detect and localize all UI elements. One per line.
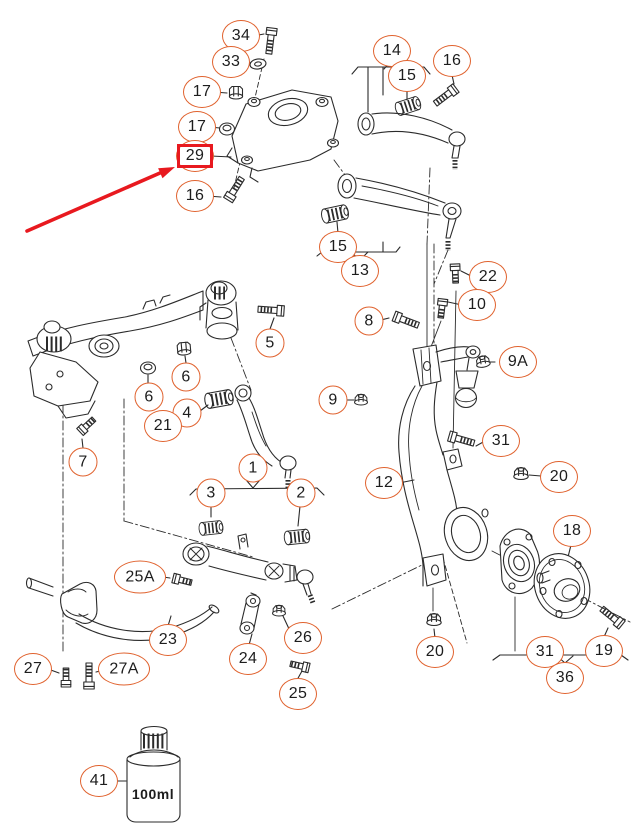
callout-number: 10 — [467, 296, 487, 313]
callout-number: 19 — [594, 642, 614, 659]
callout-number: 23 — [158, 631, 178, 648]
callout-20: 20 — [416, 636, 454, 668]
callout-20: 20 — [540, 461, 578, 493]
callout-number: 20 — [425, 643, 445, 660]
highlight-arrow — [25, 167, 175, 233]
callout-number: 14 — [382, 42, 402, 59]
callout-number: 17 — [187, 118, 207, 135]
callout-33: 33 — [212, 46, 250, 78]
stabilizer-link — [239, 592, 310, 673]
callout-number: 16 — [442, 52, 462, 69]
callout-number: 22 — [478, 268, 498, 285]
callout-8: 8 — [354, 306, 384, 336]
callout-31: 31 — [482, 425, 520, 457]
callout-27: 27 — [14, 653, 52, 685]
callout-7: 7 — [68, 447, 98, 477]
callout-number: 17 — [192, 83, 212, 100]
callout-25A: 25A — [114, 560, 166, 594]
steering-knuckle — [354, 264, 529, 627]
callout-number: 12 — [374, 474, 394, 491]
lower-control-arm — [182, 520, 313, 604]
callout-6: 6 — [134, 382, 164, 412]
callout-number: 31 — [491, 432, 511, 449]
leader-lines — [47, 33, 629, 782]
callout-16: 16 — [176, 180, 214, 212]
callout-25: 25 — [279, 678, 317, 710]
callout-number: 20 — [549, 468, 569, 485]
callout-9A: 9A — [499, 346, 537, 378]
callout-12: 12 — [365, 467, 403, 499]
callout-number: 16 — [185, 187, 205, 204]
callout-3: 3 — [196, 478, 226, 508]
callout-number: 6 — [181, 368, 191, 385]
callout-number: 24 — [238, 650, 258, 667]
callout-number: 3 — [206, 484, 216, 501]
callout-number: 9A — [507, 353, 529, 370]
callout-19: 19 — [585, 635, 623, 667]
callout-1: 1 — [238, 453, 268, 483]
highlight-box — [177, 144, 213, 168]
callout-9: 9 — [318, 385, 348, 415]
callout-5: 5 — [255, 328, 285, 358]
callout-6: 6 — [171, 362, 201, 392]
bottle: 100ml — [126, 725, 181, 823]
callout-36: 36 — [546, 662, 584, 694]
callout-17: 17 — [183, 76, 221, 108]
callout-number: 15 — [397, 67, 417, 84]
subframe — [27, 280, 284, 436]
upper-control-arms — [320, 84, 466, 251]
callout-27A: 27A — [98, 652, 150, 686]
callout-number: 13 — [350, 262, 370, 279]
callout-10: 10 — [458, 289, 496, 321]
callout-26: 26 — [284, 622, 322, 654]
callout-number: 5 — [265, 334, 275, 351]
callout-13: 13 — [341, 255, 379, 287]
callout-15: 15 — [388, 60, 426, 92]
callout-number: 4 — [182, 404, 192, 421]
callout-21: 21 — [144, 410, 182, 442]
callout-number: 41 — [89, 772, 109, 789]
callout-number: 33 — [221, 53, 241, 70]
callout-2: 2 — [286, 478, 316, 508]
callout-22: 22 — [469, 261, 507, 293]
callout-number: 27 — [23, 660, 43, 677]
callout-number: 34 — [231, 27, 251, 44]
callout-number: 27A — [109, 660, 139, 677]
callout-number: 9 — [328, 391, 338, 408]
callout-number: 26 — [293, 629, 313, 646]
upper-mount-bracket — [218, 27, 349, 202]
callout-number: 1 — [248, 459, 258, 476]
callout-16: 16 — [433, 45, 471, 77]
callout-number: 31 — [535, 643, 555, 660]
callout-41: 41 — [80, 765, 118, 797]
callout-number: 21 — [153, 417, 173, 434]
callout-29: 29 — [176, 140, 214, 172]
callout-number: 36 — [555, 669, 575, 686]
callout-number: 2 — [296, 484, 306, 501]
callout-number: 7 — [78, 453, 88, 470]
callout-18: 18 — [553, 515, 591, 547]
callout-number: 25 — [288, 685, 308, 702]
callout-23: 23 — [149, 624, 187, 656]
callout-number: 25A — [125, 568, 155, 585]
callout-17: 17 — [178, 111, 216, 143]
callout-number: 18 — [562, 522, 582, 539]
callout-24: 24 — [229, 643, 267, 675]
callout-number: 15 — [328, 238, 348, 255]
callout-15: 15 — [319, 231, 357, 263]
callout-number: 29 — [185, 147, 205, 164]
callout-number: 6 — [144, 388, 154, 405]
bottle-volume-label: 100ml — [132, 786, 174, 802]
callout-number: 8 — [364, 312, 374, 329]
wheel-bearing-hub — [499, 528, 625, 629]
